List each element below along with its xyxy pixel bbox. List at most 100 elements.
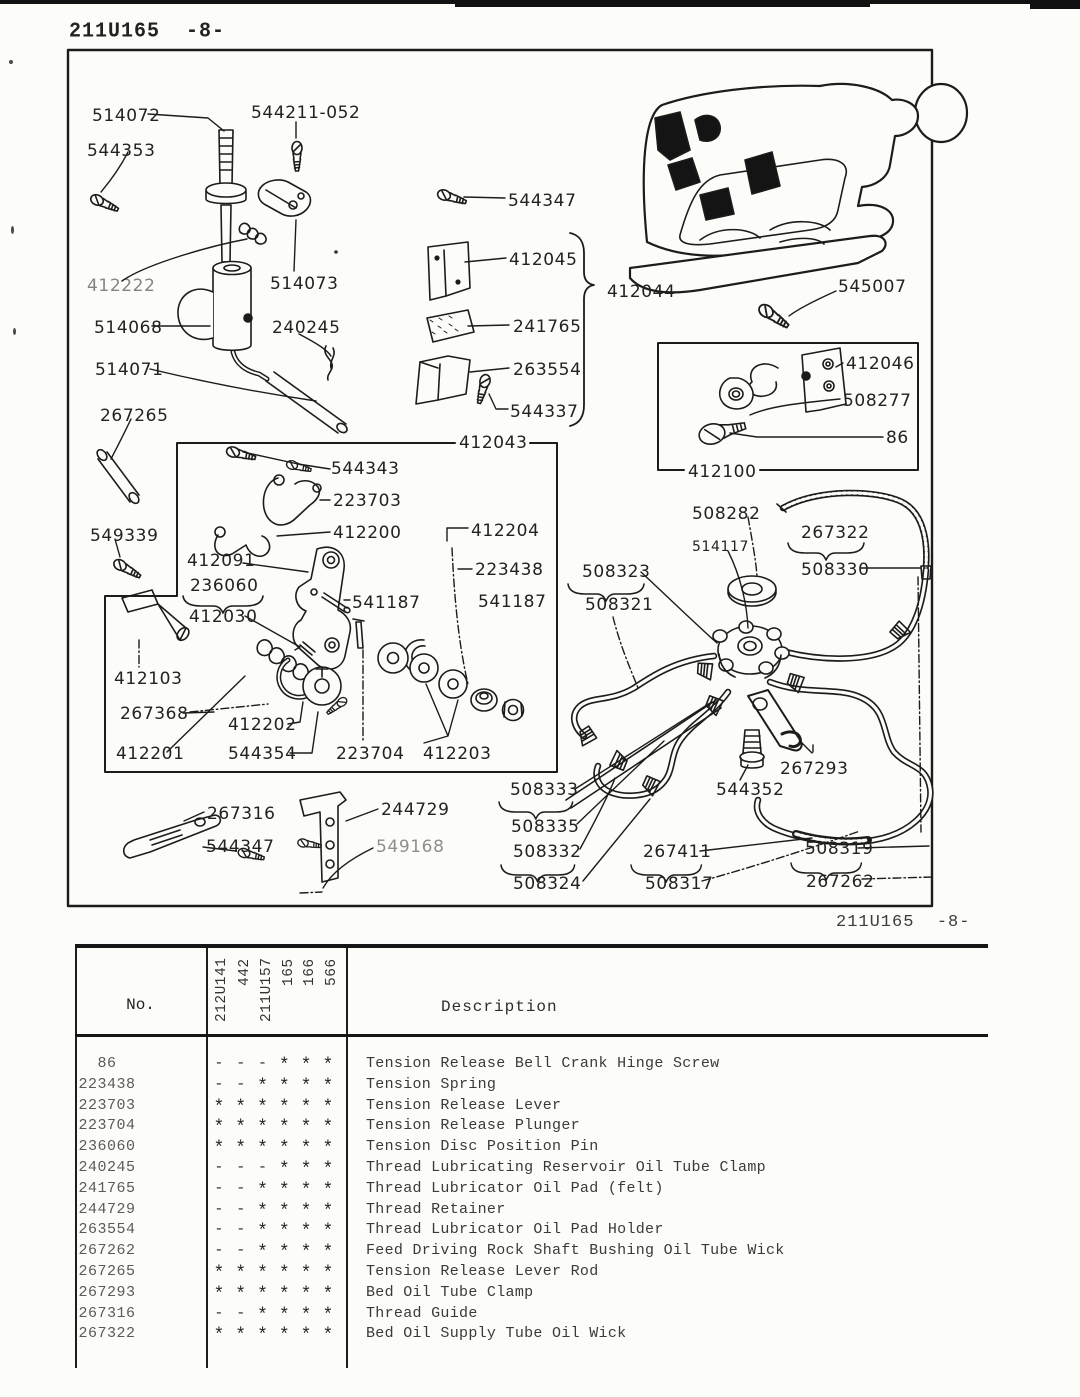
part-description: Tension Release Bell Crank Hinge Screw: [366, 1055, 720, 1072]
mark-asterisk: *: [322, 1243, 334, 1264]
mark-asterisk: *: [300, 1222, 312, 1243]
model-marks: ******: [208, 1117, 340, 1139]
scan-artifact: [13, 328, 16, 335]
mark-asterisk: *: [322, 1326, 334, 1347]
mark-asterisk: *: [300, 1243, 312, 1264]
mark-asterisk: *: [278, 1139, 290, 1160]
model-marks: --****: [208, 1179, 340, 1201]
mark-asterisk: *: [300, 1305, 312, 1326]
mark-asterisk: *: [278, 1076, 290, 1097]
mark-asterisk: *: [300, 1201, 312, 1222]
mark-dash: -: [214, 1200, 224, 1218]
model-column-212U141: 212U141: [214, 957, 230, 1022]
table-row: 240245---***Thread Lubricating Reservoir…: [75, 1157, 988, 1180]
mark-asterisk: *: [257, 1076, 268, 1097]
table-row: 267265******Tension Release Lever Rod: [75, 1261, 988, 1284]
part-number: 223704: [78, 1117, 136, 1135]
mark-asterisk: *: [278, 1305, 290, 1326]
mark-asterisk: *: [235, 1139, 247, 1160]
mark-asterisk: *: [257, 1222, 268, 1243]
mark-asterisk: *: [322, 1159, 334, 1180]
mark-asterisk: *: [300, 1139, 312, 1160]
model-column-165: 165: [281, 958, 297, 986]
mark-asterisk: *: [300, 1118, 312, 1139]
mark-asterisk: *: [300, 1180, 312, 1201]
mark-dash: -: [214, 1158, 224, 1176]
mark-asterisk: *: [322, 1263, 334, 1284]
mark-asterisk: *: [257, 1305, 268, 1326]
part-number: 240245: [78, 1158, 136, 1176]
model-marks: * * * * * *: [208, 1138, 340, 1160]
mark-asterisk: *: [322, 1305, 334, 1326]
table-row: 267293******Bed Oil Tube Clamp: [75, 1282, 988, 1305]
mark-dash: -: [236, 1242, 246, 1260]
mark-asterisk: *: [257, 1284, 268, 1305]
mark-asterisk: *: [257, 1326, 268, 1347]
model-marks: ---***: [208, 1158, 340, 1180]
part-number: 267316: [78, 1304, 136, 1322]
model-column-566: 566: [324, 958, 340, 986]
mark-asterisk: *: [322, 1118, 334, 1139]
part-number: 86: [97, 1055, 117, 1072]
part-description: Feed Driving Rock Shaft Bushing Oil Tube…: [366, 1242, 785, 1260]
table-rows: 86---***Tension Release Bell Crank Hinge…: [75, 1040, 988, 1347]
mark-asterisk: *: [235, 1263, 247, 1284]
mark-asterisk: *: [278, 1263, 290, 1284]
mark-asterisk: *: [213, 1097, 225, 1118]
mark-dash: -: [214, 1055, 224, 1072]
mark-dash: -: [236, 1179, 246, 1197]
mark-asterisk: *: [257, 1201, 268, 1222]
model-marks: --****: [208, 1221, 340, 1243]
description-column-header: Description: [441, 998, 558, 1016]
mark-dash: -: [257, 1158, 267, 1176]
scan-artifact: [1030, 0, 1080, 9]
model-column-211U157: 211U157: [259, 957, 275, 1022]
scan-artifact: [11, 226, 14, 234]
part-description: Tension Spring: [366, 1075, 497, 1093]
part-description: Tension Release Lever: [366, 1096, 562, 1114]
mark-asterisk: *: [278, 1118, 290, 1139]
part-number: 267265: [78, 1262, 136, 1280]
part-number: 267262: [78, 1242, 136, 1260]
model-marks: ******: [208, 1325, 340, 1347]
part-description: Tension Release Plunger: [366, 1117, 580, 1135]
table-row: 263554--****Thread Lubricator Oil Pad Ho…: [75, 1219, 988, 1243]
mark-asterisk: *: [278, 1056, 290, 1076]
mark-asterisk: *: [300, 1056, 312, 1076]
table-row: 267262--****Feed Driving Rock Shaft Bush…: [75, 1240, 988, 1264]
model-column-166: 166: [302, 958, 318, 986]
mark-asterisk: *: [257, 1180, 268, 1201]
mark-asterisk: *: [322, 1180, 334, 1201]
mark-dash: -: [214, 1179, 224, 1197]
mark-asterisk: *: [257, 1263, 268, 1284]
table-row: 223438--****Tension Spring: [75, 1074, 988, 1097]
part-description: Tension Release Lever Rod: [366, 1262, 599, 1280]
mark-dash: -: [214, 1242, 224, 1260]
part-number: 236060: [78, 1138, 136, 1156]
mark-asterisk: *: [322, 1139, 334, 1160]
mark-asterisk: *: [235, 1118, 247, 1139]
table-border-left: [75, 944, 77, 1368]
mark-dash: -: [236, 1075, 246, 1093]
mark-asterisk: *: [278, 1326, 290, 1347]
table-row: 267322******Bed Oil Supply Tube Oil Wick: [75, 1323, 988, 1347]
mark-asterisk: *: [322, 1097, 334, 1118]
mark-asterisk: *: [278, 1180, 290, 1201]
no-column-header: No.: [126, 996, 155, 1014]
mark-asterisk: *: [213, 1139, 225, 1160]
mark-dash: -: [236, 1200, 246, 1218]
mark-asterisk: *: [278, 1097, 290, 1118]
mark-asterisk: *: [257, 1118, 268, 1139]
model-marks: ******: [208, 1263, 340, 1284]
mark-asterisk: *: [278, 1201, 290, 1222]
mark-asterisk: *: [257, 1139, 268, 1160]
part-number: 244729: [78, 1200, 136, 1218]
part-number: 267293: [78, 1283, 136, 1301]
mark-asterisk: *: [257, 1097, 268, 1118]
mark-dash: -: [257, 1055, 267, 1072]
page-header: 211U165 -8-: [69, 19, 226, 44]
scan-artifact: [455, 0, 870, 7]
